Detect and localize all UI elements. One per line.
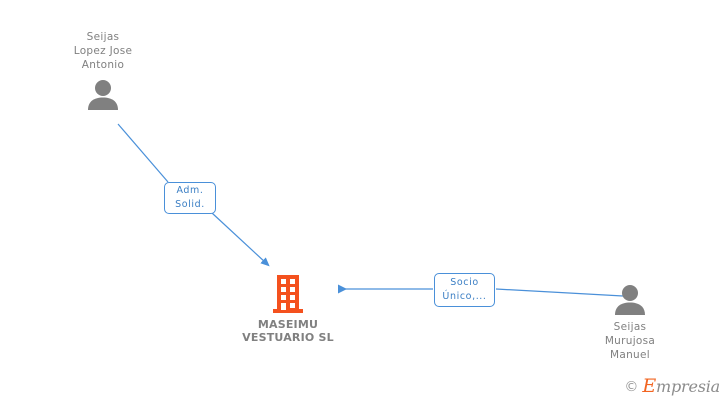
edge-label-socio-unico[interactable]: Socio Único,... [434,273,495,307]
edge-socio-unico [338,284,624,297]
watermark-empresia: © Empresia [624,377,720,396]
person-icon [88,80,118,110]
person-name-label: Seijas Lopez Jose Antonio [73,31,133,71]
node-company-maseimu-vestuario-sl[interactable]: MASEIMU VESTUARIO SL [208,274,368,344]
brand-rest: mpresia [656,377,720,396]
brand-initial: E [642,375,656,397]
copyright-icon: © [624,378,639,395]
person-icon [615,285,645,315]
node-person-seijas-lopez-jose-antonio[interactable]: Seijas Lopez Jose Antonio [33,30,173,110]
edge-adm-solid [117,123,270,267]
edge-label-text: Socio Único,... [442,277,487,302]
edge-label-adm-solid[interactable]: Adm. Solid. [164,182,216,214]
person-name-label: Seijas Murujosa Manuel [604,321,656,361]
company-name-label: MASEIMU VESTUARIO SL [242,318,334,344]
company-building-icon [273,275,303,313]
node-person-seijas-murujosa-manuel[interactable]: Seijas Murujosa Manuel [560,283,700,362]
edge-label-text: Adm. Solid. [175,185,205,210]
brand-wordmark: Empresia [642,377,720,396]
